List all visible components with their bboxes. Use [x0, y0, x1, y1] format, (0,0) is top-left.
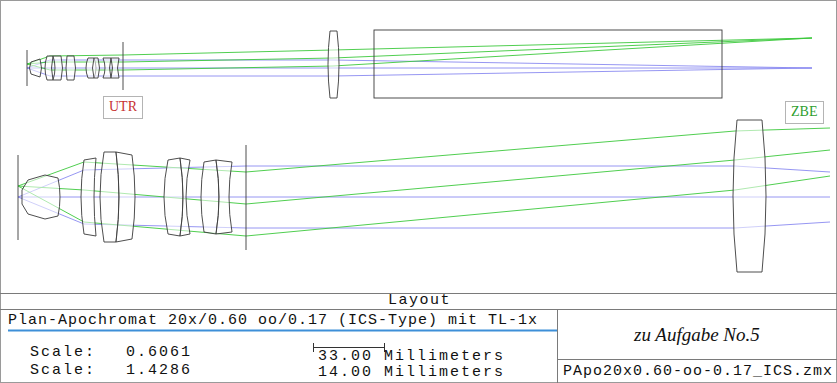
lens-element: [53, 56, 63, 80]
lens-element: [30, 59, 42, 77]
table-line: [557, 359, 837, 360]
scale-caption: Scale:: [30, 344, 96, 361]
table-line: [557, 309, 558, 383]
title-underline: [8, 330, 557, 332]
object-plane: [18, 155, 19, 240]
ray-field: [18, 150, 830, 204]
reference-plane: [123, 42, 124, 90]
ray-field: [27, 38, 812, 64]
scale-caption: Scale:: [30, 362, 96, 379]
scale-value: 1.4286: [126, 362, 192, 379]
lens-element: [103, 58, 111, 78]
prism-block: [374, 30, 722, 98]
reference-label: ZBE: [791, 104, 818, 120]
reference-plane: [246, 145, 247, 250]
scale-bar: [313, 347, 385, 348]
lens-element: [81, 158, 96, 236]
object-plane: [27, 50, 28, 86]
scale-bar-length: 33.00 Millimeters: [318, 348, 505, 365]
ray-field: [18, 176, 830, 236]
table-heading: Layout: [388, 292, 451, 309]
system-title: Plan-Apochromat 20x/0.60 oo/0.17 (ICS-Ty…: [8, 312, 538, 329]
lens-element: [180, 158, 190, 236]
reference-label-box: UTR: [103, 96, 143, 119]
lens-element: [66, 56, 76, 80]
scale-value: 0.6061: [126, 344, 192, 361]
lens-element: [164, 158, 183, 236]
ray-field: [27, 38, 812, 70]
table-line: [0, 309, 837, 310]
ray-axial: [18, 197, 830, 228]
ray-field: [18, 128, 830, 186]
lens-element: [100, 152, 119, 242]
file-name: PApo20x0.60-oo-0.17_ICS.zmx: [563, 363, 833, 380]
scale-bar-tick: [313, 343, 314, 352]
tube-lens: [328, 31, 339, 98]
ray-field: [27, 38, 812, 64]
lens-element: [116, 152, 135, 242]
lens-element: [201, 160, 219, 234]
lens-element: [93, 58, 100, 78]
front-lens: [22, 175, 60, 219]
reference-label-box: ZBE: [785, 101, 824, 124]
scale-bar-length: 14.00 Millimeters: [318, 364, 505, 381]
lens-element: [216, 160, 232, 234]
ray-axial: [18, 197, 830, 198]
lens-element: [111, 58, 119, 78]
tube-lens: [733, 120, 766, 272]
lens-element: [45, 56, 53, 80]
exercise-note: zu Aufgabe No.5: [634, 324, 760, 346]
reference-label: UTR: [109, 99, 137, 115]
ray-axial: [27, 68, 812, 69]
